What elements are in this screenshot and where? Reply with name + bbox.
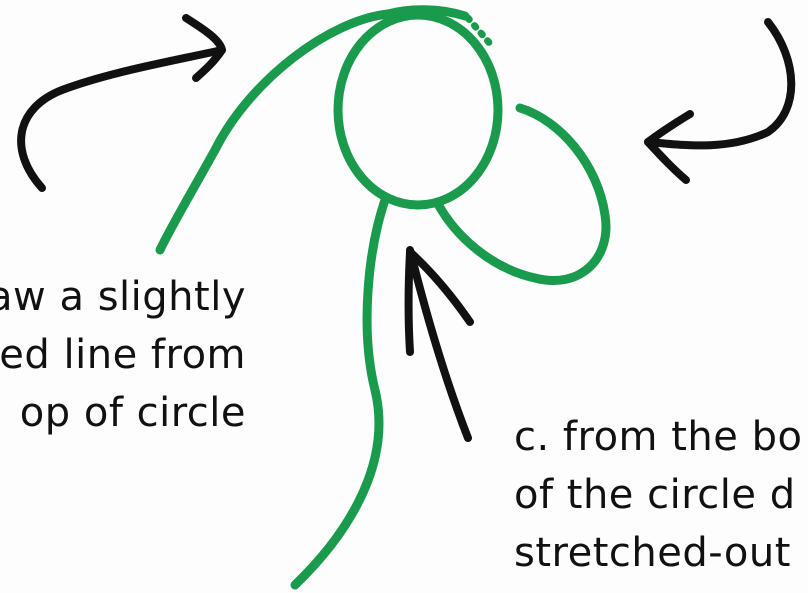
curved-arrow-left-icon <box>648 22 791 180</box>
green-circle <box>338 15 498 205</box>
caption-step-b: aw a slightly ed line from op of circle <box>0 268 246 442</box>
arrow-up-icon <box>409 250 471 438</box>
caption-step-b-line-1: aw a slightly <box>0 268 246 326</box>
caption-step-c-line-3: stretched-out <box>514 524 802 582</box>
green-descending-line <box>295 200 385 585</box>
caption-step-b-line-2: ed line from <box>0 326 246 384</box>
caption-step-b-line-3: op of circle <box>0 384 246 442</box>
caption-step-c: c. from the bo of the circle d stretched… <box>514 408 802 582</box>
curved-arrow-right-icon <box>21 18 222 188</box>
green-stretched-oval <box>438 108 606 281</box>
caption-step-c-line-2: of the circle d <box>514 466 802 524</box>
caption-step-c-line-1: c. from the bo <box>514 408 802 466</box>
